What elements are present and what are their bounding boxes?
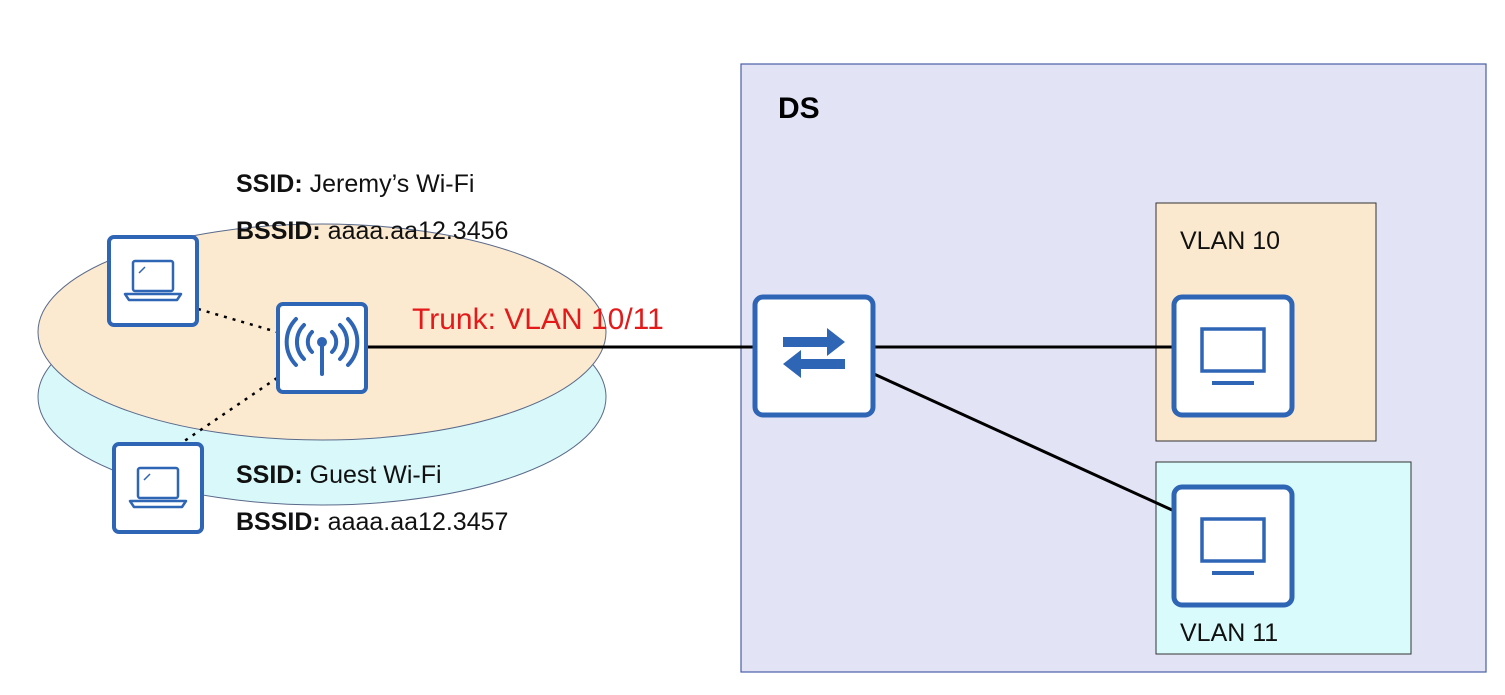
laptop-guest-device: [112, 442, 204, 534]
ds-title: DS: [778, 92, 820, 125]
main-bssid-label: BSSID:: [236, 217, 321, 245]
link-switch-vlan11-pc: [873, 372, 1173, 512]
wireless-link-guest: [176, 376, 278, 448]
main-ssid-value: Jeremy’s Wi-Fi: [303, 170, 475, 198]
pc-monitor-icon: [1200, 327, 1266, 385]
vlan-10-label: VLAN 10: [1180, 227, 1280, 255]
main-bssid-value: aaaa.aa12.3456: [321, 217, 509, 245]
pc-monitor-icon: [1200, 517, 1266, 575]
vlan-11-label: VLAN 11: [1180, 619, 1278, 647]
trunk-label: Trunk: VLAN 10/11: [412, 303, 664, 336]
pc-vlan-10-device: [1171, 294, 1295, 418]
main-ssid-text: SSID: Jeremy’s Wi-Fi: [236, 170, 474, 198]
guest-ssid-value: Guest Wi-Fi: [303, 461, 442, 489]
laptop-icon: [123, 259, 183, 302]
guest-bssid-text: BSSID: aaaa.aa12.3457: [236, 508, 508, 536]
guest-ssid-label: SSID:: [236, 461, 303, 489]
access-point-device: [276, 302, 368, 394]
pc-vlan-11-device: [1171, 484, 1295, 608]
switch-icon: [783, 328, 845, 378]
laptop-main-device: [107, 235, 199, 327]
main-bssid-text: BSSID: aaaa.aa12.3456: [236, 217, 508, 245]
laptop-icon: [128, 466, 188, 509]
guest-bssid-value: aaaa.aa12.3457: [321, 508, 509, 536]
guest-bssid-label: BSSID:: [236, 508, 321, 536]
main-ssid-label: SSID:: [236, 170, 303, 198]
wireless-access-point-icon: [284, 317, 360, 376]
guest-ssid-text: SSID: Guest Wi-Fi: [236, 461, 442, 489]
switch-device: [752, 294, 876, 418]
